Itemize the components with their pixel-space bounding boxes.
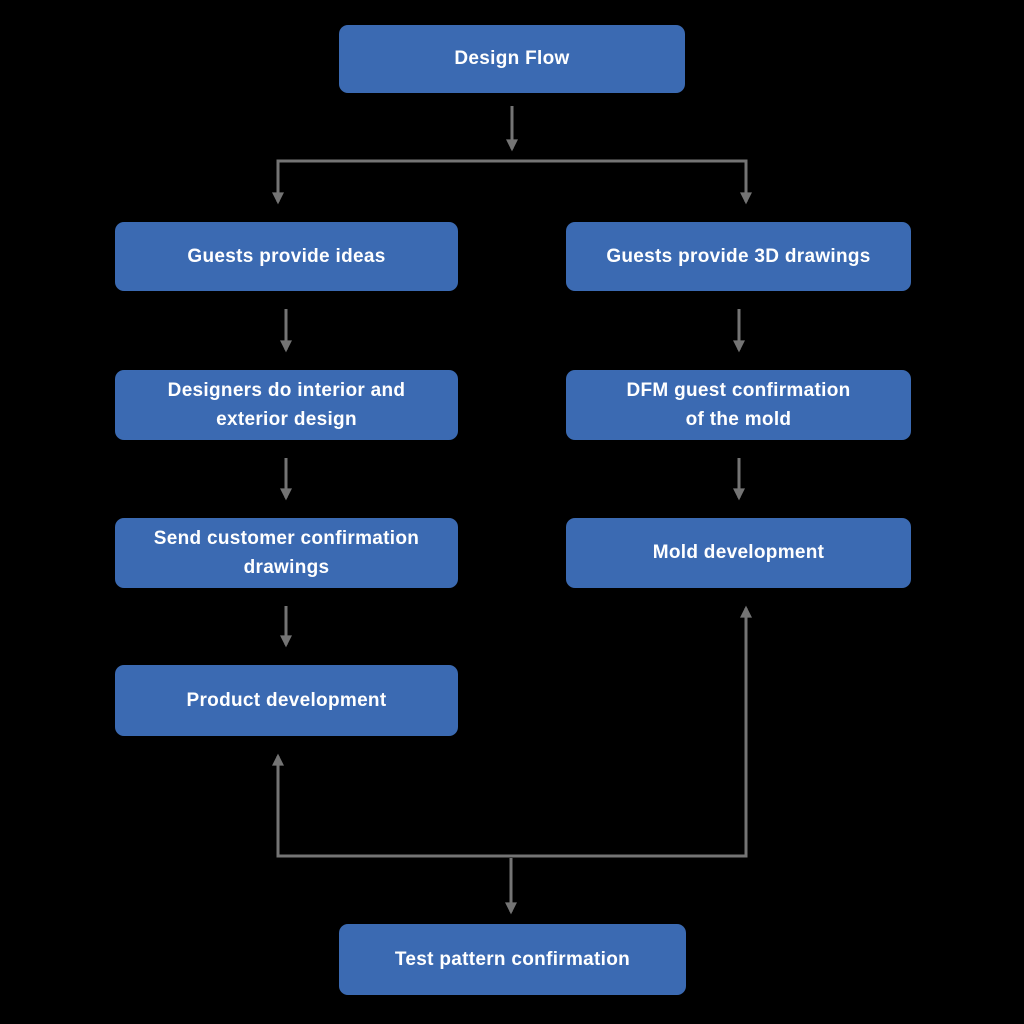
node-dfm-guest-confirmation: DFM guest confirmation of the mold bbox=[566, 370, 911, 440]
node-product-development: Product development bbox=[115, 665, 458, 736]
node-design-flow: Design Flow bbox=[339, 25, 685, 93]
node-test-pattern-confirmation: Test pattern confirmation bbox=[339, 924, 686, 995]
node-designers-interior-exterior: Designers do interior and exterior desig… bbox=[115, 370, 458, 440]
node-mold-development: Mold development bbox=[566, 518, 911, 588]
node-guests-provide-ideas: Guests provide ideas bbox=[115, 222, 458, 291]
node-guests-provide-3d-drawings: Guests provide 3D drawings bbox=[566, 222, 911, 291]
node-send-customer-confirmation-drawings: Send customer confirmation drawings bbox=[115, 518, 458, 588]
